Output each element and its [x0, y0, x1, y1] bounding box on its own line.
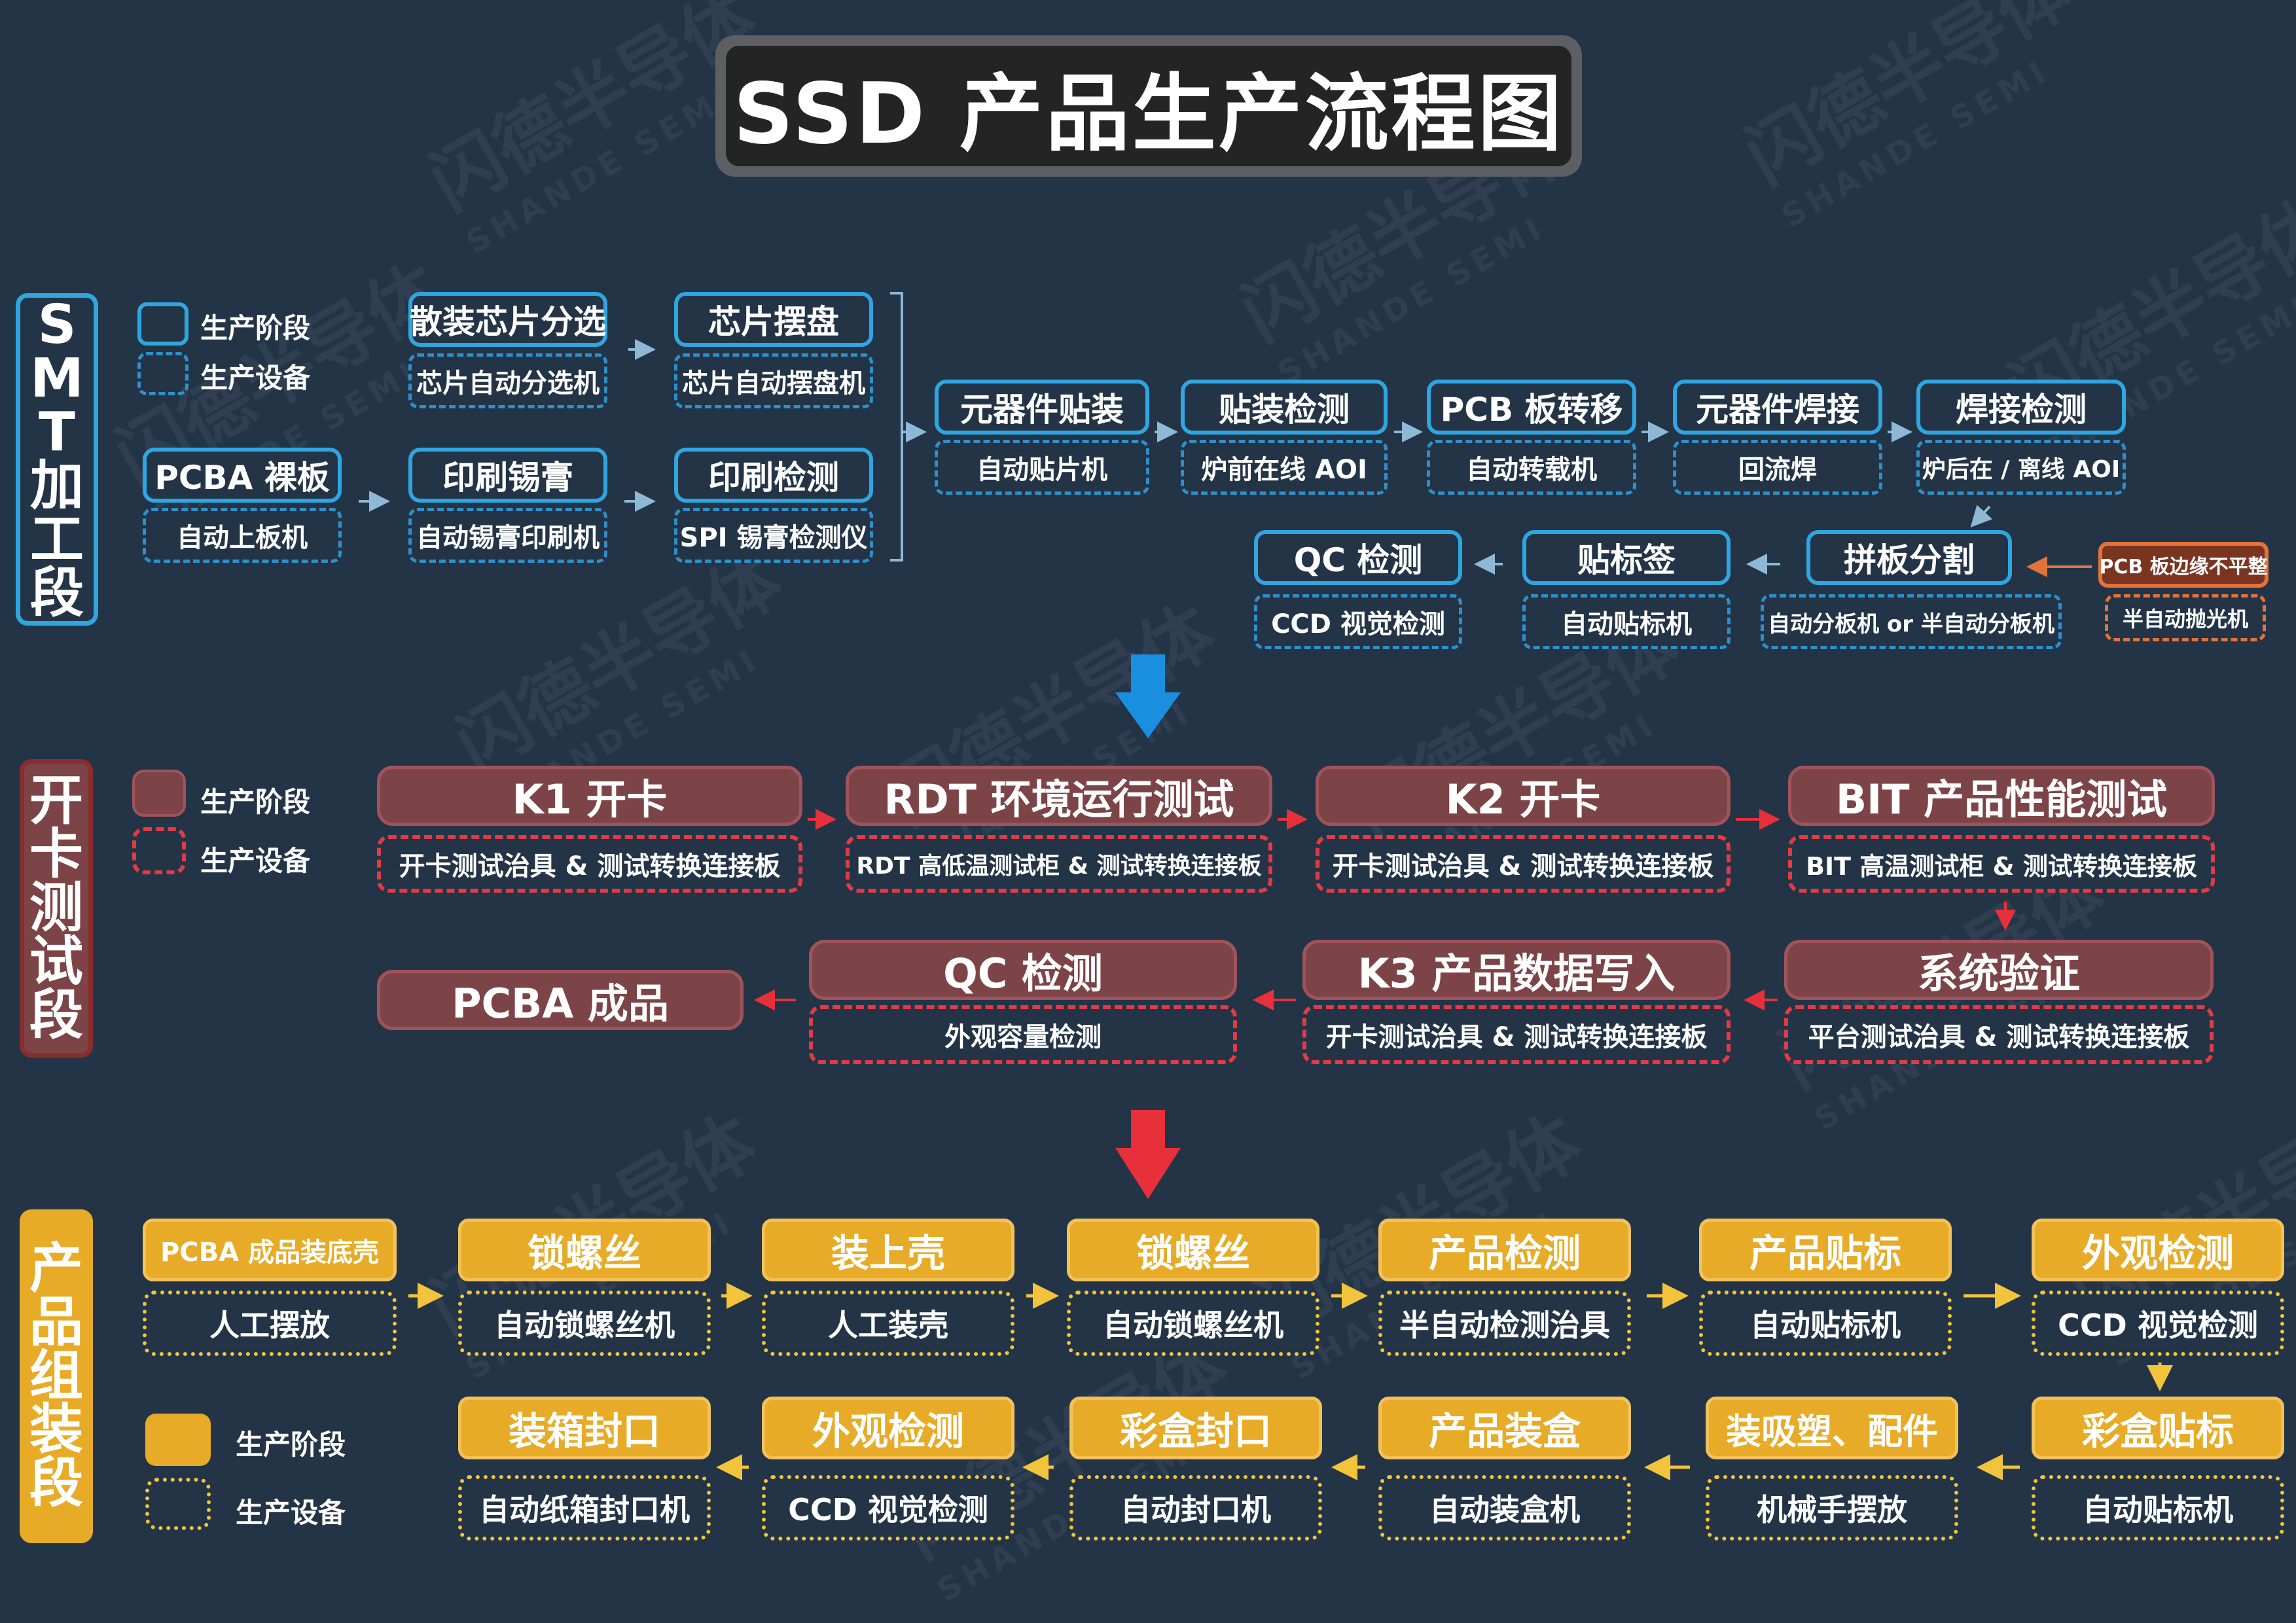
page-title: SSD 产品生产流程图 — [726, 46, 1571, 166]
kai-stage-rdt: RDT 环境运行测试 — [846, 766, 1272, 826]
kai-stage-k2: K2 开卡 — [1316, 766, 1731, 826]
smt-stage-pcba-bare: PCBA 裸板 — [143, 448, 342, 503]
legend-stage-swatch — [137, 302, 188, 346]
kai-equip-qc: 外观容量检测 — [809, 1005, 1237, 1064]
asm-stage-product-label: 产品贴标 — [1699, 1219, 1952, 1281]
arrow-smt — [1970, 505, 1993, 527]
smt-bracket — [890, 292, 903, 562]
asm-equip-box-labeler: 自动贴标机 — [2032, 1475, 2284, 1541]
arrow-kaika-to-assembly — [1115, 1110, 1181, 1199]
asm-equip-ccd-1: CCD 视觉检测 — [2032, 1291, 2284, 1356]
asm-stage-carton-seal: 装箱封口 — [458, 1397, 711, 1459]
smt-stage-soldering: 元器件焊接 — [1673, 380, 1882, 435]
kai-equip-rdt: RDT 高低温测试柜 & 测试转换连接板 — [846, 835, 1272, 893]
smt-equip-labeler: 自动贴标机 — [1522, 594, 1731, 649]
smt-stage-print-inspection: 印刷检测 — [674, 448, 873, 503]
smt-equip-chip-tray-machine: 芯片自动摆盘机 — [674, 353, 873, 408]
smt-equip-depaneler: 自动分板机 or 半自动分板机 — [1761, 594, 2062, 649]
smt-equip-transfer-machine: 自动转载机 — [1427, 440, 1636, 495]
kai-stage-pcba-finished: PCBA 成品 — [377, 970, 744, 1030]
smt-stage-depanel: 拼板分割 — [1806, 530, 2012, 585]
smt-equip-reflow: 回流焊 — [1673, 440, 1882, 495]
smt-equip-solder-printer: 自动锡膏印刷机 — [408, 508, 607, 563]
asm-equip-boxing-machine: 自动装盒机 — [1378, 1475, 1631, 1541]
asm-equip-sealer: 自动封口机 — [1069, 1475, 1322, 1541]
smt-equip-ccd: CCD 视觉检测 — [1254, 594, 1462, 649]
section-label-kaika: 开卡测试段 — [20, 759, 93, 1058]
smt-equip-spi: SPI 锡膏检测仪 — [674, 508, 873, 563]
legend-stage-swatch — [132, 770, 186, 817]
smt-equip-loader: 自动上板机 — [143, 508, 342, 563]
asm-equip-manual-place: 人工摆放 — [143, 1291, 397, 1356]
asm-stage-product-test: 产品检测 — [1378, 1219, 1631, 1281]
asm-stage-box-label: 彩盒贴标 — [2032, 1397, 2284, 1459]
legend-stage-swatch — [145, 1414, 211, 1466]
smt-side-note-equipment: 半自动抛光机 — [2105, 594, 2266, 641]
kai-equip-k2: 开卡测试治具 & 测试转换连接板 — [1316, 835, 1731, 893]
smt-stage-chip-tray: 芯片摆盘 — [674, 292, 873, 347]
legend-equipment-label: 生产设备 — [200, 362, 311, 394]
legend-equipment-swatch — [145, 1478, 211, 1530]
kai-equip-system-verify: 平台测试治具 & 测试转换连接板 — [1784, 1005, 2214, 1064]
smt-stage-pcb-transfer: PCB 板转移 — [1427, 380, 1636, 435]
smt-stage-solder-print: 印刷锡膏 — [408, 448, 607, 503]
title-banner: SSD 产品生产流程图 — [715, 35, 1582, 177]
smt-stage-labeling: 贴标签 — [1522, 530, 1731, 585]
kai-equip-bit: BIT 高温测试柜 & 测试转换连接板 — [1788, 835, 2215, 893]
legend-stage-label: 生产阶段 — [200, 312, 311, 344]
section-label-assembly: 产品组装段 — [20, 1209, 93, 1543]
kai-stage-system-verify: 系统验证 — [1784, 940, 2214, 1000]
smt-side-note-stage: PCB 板边缘不平整 — [2098, 542, 2269, 588]
smt-stage-placement-inspection: 贴装检测 — [1181, 380, 1388, 435]
smt-stage-solder-inspection: 焊接检测 — [1916, 380, 2126, 435]
asm-stage-blister: 装吸塑、配件 — [1706, 1397, 1958, 1459]
asm-stage-boxing: 产品装盒 — [1378, 1397, 1631, 1459]
smt-stage-placement: 元器件贴装 — [935, 380, 1149, 435]
asm-equip-labeler: 自动贴标机 — [1699, 1291, 1952, 1356]
kai-stage-qc: QC 检测 — [809, 940, 1237, 1000]
asm-stage-visual-1: 外观检测 — [2032, 1219, 2284, 1281]
asm-equip-manual-case: 人工装壳 — [762, 1291, 1014, 1356]
smt-stage-chip-sorting: 散装芯片分选 — [408, 292, 607, 347]
asm-stage-screw-2: 锁螺丝 — [1067, 1219, 1319, 1281]
arrow-smt-to-kaika — [1115, 654, 1181, 738]
legend-equipment-label: 生产设备 — [236, 1497, 346, 1529]
asm-equip-carton-sealer: 自动纸箱封口机 — [458, 1475, 711, 1541]
asm-stage-screw-1: 锁螺丝 — [458, 1219, 711, 1281]
legend-stage-label: 生产阶段 — [200, 786, 311, 818]
asm-stage-visual-2: 外观检测 — [762, 1397, 1014, 1459]
asm-equip-test-fixture: 半自动检测治具 — [1378, 1291, 1631, 1356]
kai-stage-bit: BIT 产品性能测试 — [1788, 766, 2215, 826]
kai-stage-k1: K1 开卡 — [377, 766, 802, 826]
legend-equipment-swatch — [132, 827, 186, 874]
kai-stage-k3: K3 产品数据写入 — [1302, 940, 1731, 1000]
legend-stage-label: 生产阶段 — [236, 1429, 346, 1461]
asm-equip-screw-1: 自动锁螺丝机 — [458, 1291, 711, 1356]
asm-equip-robot-arm: 机械手摆放 — [1706, 1475, 1958, 1541]
asm-stage-top-case: 装上壳 — [762, 1219, 1014, 1281]
smt-equip-chip-sorter: 芯片自动分选机 — [408, 353, 607, 408]
smt-stage-qc: QC 检测 — [1254, 530, 1462, 585]
asm-equip-screw-2: 自动锁螺丝机 — [1067, 1291, 1319, 1356]
asm-stage-box-seal: 彩盒封口 — [1069, 1397, 1322, 1459]
kai-equip-k1: 开卡测试治具 & 测试转换连接板 — [377, 835, 802, 893]
smt-equip-pick-place: 自动贴片机 — [935, 440, 1149, 495]
asm-stage-bottom-case: PCBA 成品装底壳 — [143, 1219, 397, 1281]
legend-equipment-label: 生产设备 — [200, 845, 311, 877]
smt-equip-pre-reflow-aoi: 炉前在线 AOI — [1181, 440, 1388, 495]
kai-equip-k3: 开卡测试治具 & 测试转换连接板 — [1302, 1005, 1731, 1064]
asm-equip-ccd-2: CCD 视觉检测 — [762, 1475, 1014, 1541]
legend-equipment-swatch — [137, 352, 188, 395]
smt-equip-post-reflow-aoi: 炉后在 / 离线 AOI — [1916, 440, 2126, 495]
